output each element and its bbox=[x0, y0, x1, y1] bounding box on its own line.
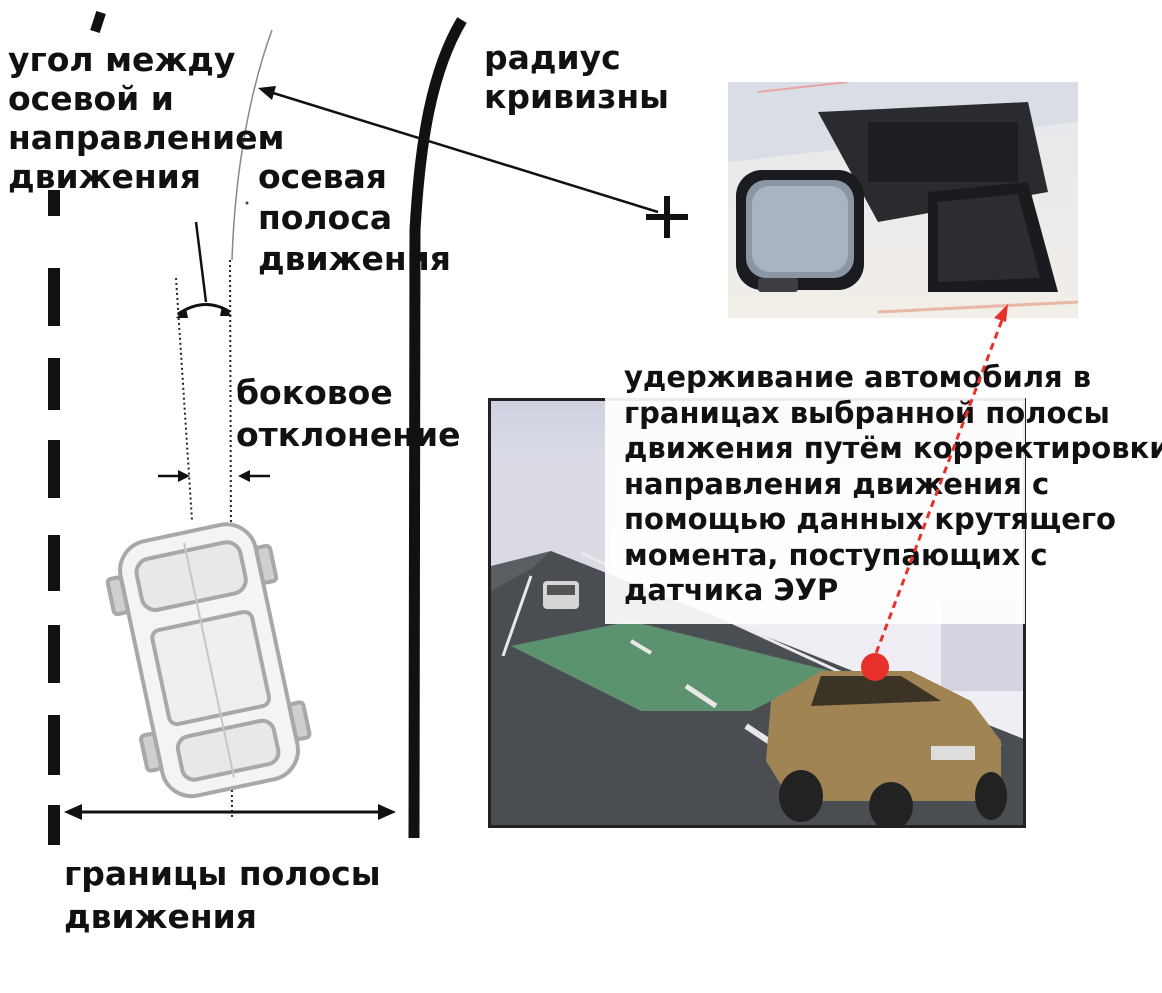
camera-module-photo bbox=[728, 82, 1078, 318]
lateral-deviation-label: боковое отклонение bbox=[236, 372, 461, 456]
angle-pointer bbox=[196, 222, 206, 302]
sensor-dot-icon bbox=[861, 653, 889, 681]
curvature-center-plus-icon bbox=[646, 196, 688, 238]
lateral-deviation-arrows bbox=[158, 470, 270, 482]
centerline-label: осевая полоса движения bbox=[258, 156, 451, 279]
lane-width-arrow bbox=[64, 804, 396, 820]
car-topview-icon bbox=[101, 516, 317, 805]
lane-boundaries-label: границы полосы движения bbox=[64, 852, 381, 938]
angle-label: угол между осевой и направлением движени… bbox=[8, 40, 284, 196]
description-text: удерживание автомобиля в границах выбран… bbox=[624, 360, 1162, 609]
radius-label: радиус кривизны bbox=[484, 38, 669, 116]
